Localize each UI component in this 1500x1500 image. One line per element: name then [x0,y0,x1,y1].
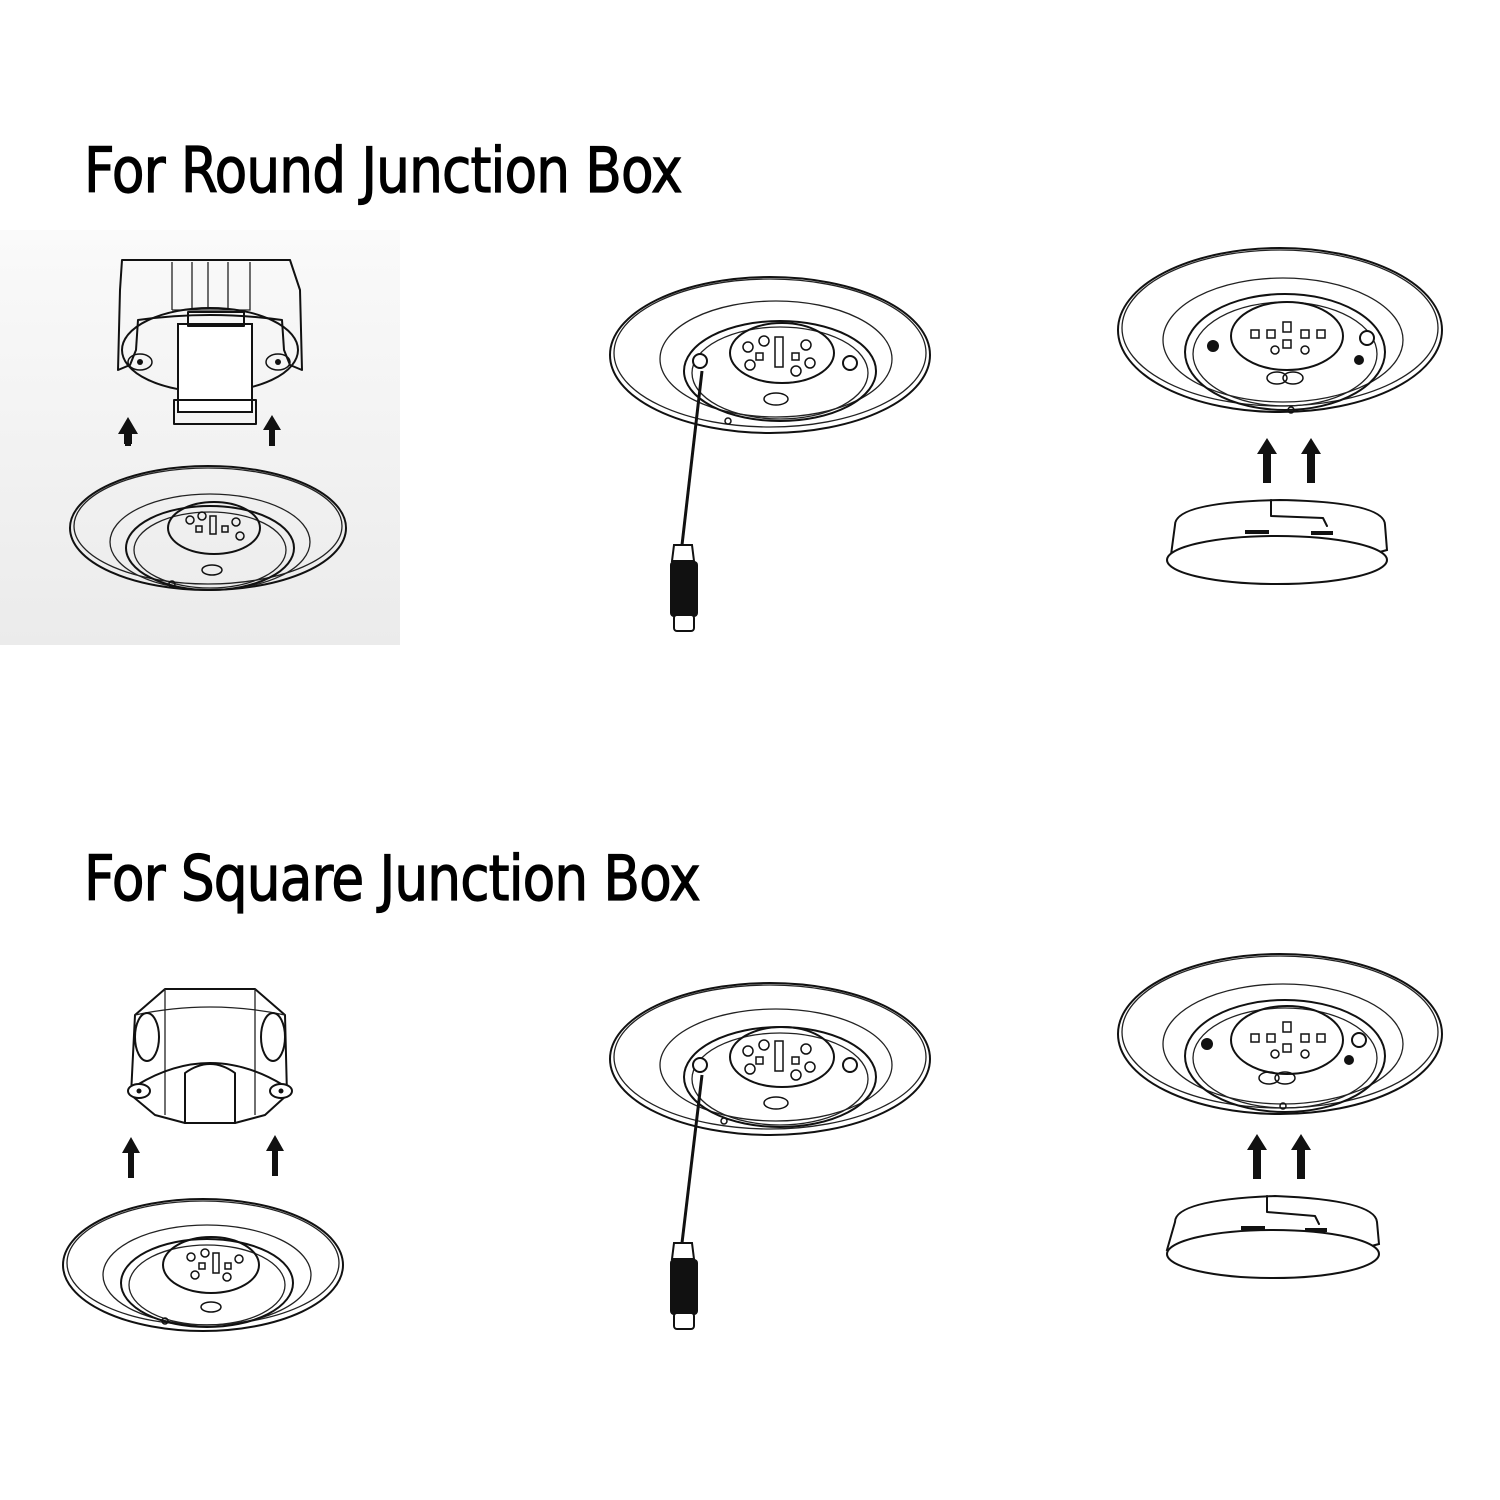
mounted-base-icon [1117,247,1443,414]
square-step-2 [600,982,940,1345]
light-cover-icon [1166,498,1389,585]
round-step-3 [1105,247,1455,590]
arrow-up-icon [122,1137,140,1178]
octagonal-junction-box-icon [127,988,293,1124]
screwdriver-icon [670,370,704,632]
section-title-square: For Square Junction Box [83,841,701,915]
arrow-up-icon [263,415,281,446]
light-cover-icon [1165,1194,1381,1279]
round-step-1 [60,250,360,610]
arrow-up-icon [1291,1134,1311,1179]
square-step-3 [1105,953,1455,1300]
light-base-plate-icon [609,276,931,434]
round-junction-box-icon [117,259,303,425]
arrow-up-icon [118,417,138,446]
light-base-plate-icon [609,982,931,1136]
light-base-plate-icon [62,1198,344,1332]
section-title-round: For Round Junction Box [83,133,683,207]
square-step-1 [55,975,355,1345]
screwdriver-icon [670,1074,704,1330]
scan-shadow [0,230,400,645]
mounted-base-icon [1117,953,1443,1115]
arrow-up-icon [1247,1134,1267,1179]
arrow-up-icon [1257,438,1277,483]
arrow-up-icon [266,1135,284,1176]
round-step-2 [600,275,940,635]
light-base-plate-icon [69,465,347,591]
arrow-up-icon [1301,438,1321,483]
